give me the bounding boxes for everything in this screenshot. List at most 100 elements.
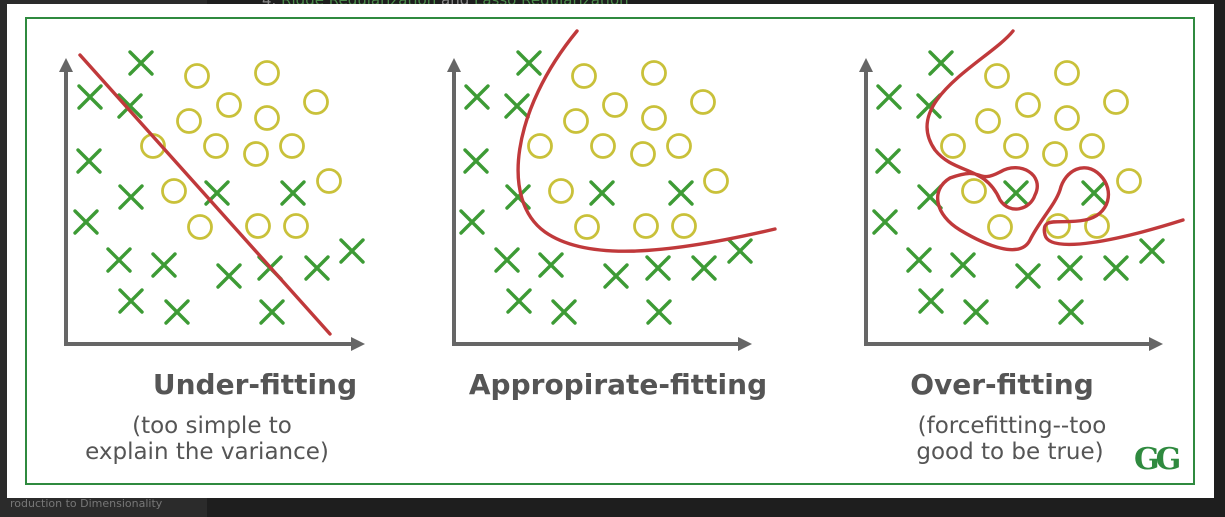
appropriate-fitting-cross-point bbox=[646, 299, 672, 325]
over-fitting-circle-point bbox=[1079, 133, 1105, 159]
over-fitting-circle-point bbox=[987, 214, 1013, 240]
appropriate-fitting-circle-point bbox=[527, 133, 553, 159]
over-fitting-cross-point bbox=[875, 148, 901, 174]
appropriate-fitting-cross-point bbox=[504, 93, 530, 119]
under-fitting-circle-point bbox=[316, 168, 342, 194]
over-fitting-decision-boundary bbox=[925, 29, 1185, 252]
appropriate-fitting-circle-point bbox=[633, 213, 659, 239]
under-fitting-cross-point bbox=[151, 252, 177, 278]
under-fitting-cross-point bbox=[304, 255, 330, 281]
over-fitting-cross-point bbox=[1058, 299, 1084, 325]
appropriate-fitting-panel bbox=[447, 29, 777, 351]
appropriate-fitting-title: Appropirate-fitting bbox=[468, 368, 768, 401]
over-fitting-circle-point bbox=[1103, 89, 1129, 115]
under-fitting-title: Under-fitting bbox=[152, 368, 358, 401]
appropriate-fitting-circle-point bbox=[563, 108, 589, 134]
over-fitting-cross-point bbox=[1139, 238, 1165, 264]
over-fitting-cross-point bbox=[1103, 255, 1129, 281]
over-fitting-cross-point bbox=[928, 50, 954, 76]
figure-frame bbox=[25, 17, 1195, 485]
appropriate-fitting-cross-point bbox=[538, 252, 564, 278]
appropriate-fitting-cross-point bbox=[516, 50, 542, 76]
appropriate-fitting-cross-point bbox=[691, 255, 717, 281]
under-fitting-cross-point bbox=[216, 263, 242, 289]
under-fitting-circle-point bbox=[254, 60, 280, 86]
under-fitting-cross-point bbox=[164, 299, 190, 325]
under-fitting-cross-point bbox=[280, 180, 306, 206]
appropriate-fitting-x-axis-arrow bbox=[738, 337, 752, 351]
under-fitting-circle-point bbox=[184, 63, 210, 89]
geeksforgeeks-logo: GG bbox=[1134, 442, 1181, 477]
appropriate-fitting-circle-point bbox=[671, 213, 697, 239]
under-fitting-cross-point bbox=[76, 148, 102, 174]
over-fitting-cross-point bbox=[950, 252, 976, 278]
under-fitting-circle-point bbox=[203, 133, 229, 159]
over-fitting-circle-point bbox=[1116, 168, 1142, 194]
over-fitting-cross-point bbox=[872, 209, 898, 235]
over-fitting-panel bbox=[859, 29, 1185, 351]
under-fitting-circle-point bbox=[279, 133, 305, 159]
appropriate-fitting-cross-point bbox=[727, 238, 753, 264]
appropriate-fitting-cross-point bbox=[589, 180, 615, 206]
appropriate-fitting-circle-point bbox=[574, 214, 600, 240]
appropriate-fitting-cross-point bbox=[459, 209, 485, 235]
under-fitting-cross-point bbox=[77, 84, 103, 110]
appropriate-fitting-y-axis-arrow bbox=[447, 58, 461, 72]
over-fitting-circle-point bbox=[984, 63, 1010, 89]
under-fitting-panel bbox=[59, 50, 365, 351]
appropriate-fitting-cross-point bbox=[603, 263, 629, 289]
under-fitting-cross-point bbox=[118, 184, 144, 210]
under-fitting-circle-point bbox=[216, 92, 242, 118]
appropriate-fitting-circle-point bbox=[630, 141, 656, 167]
under-fitting-y-axis-arrow bbox=[59, 58, 73, 72]
appropriate-fitting-cross-point bbox=[645, 255, 671, 281]
appropriate-fitting-cross-point bbox=[464, 84, 490, 110]
under-fitting-circle-point bbox=[283, 213, 309, 239]
under-fitting-circle-point bbox=[243, 141, 269, 167]
over-fitting-cross-point bbox=[1081, 180, 1107, 206]
over-fitting-circle-point bbox=[1054, 60, 1080, 86]
over-fitting-subtitle-line1: (forcefitting--too bbox=[917, 413, 1107, 439]
appropriate-fitting-cross-point bbox=[494, 247, 520, 273]
under-fitting-circle-point bbox=[254, 105, 280, 131]
under-fitting-circle-point bbox=[176, 108, 202, 134]
under-fitting-cross-point bbox=[118, 288, 144, 314]
background-sidebar-item[interactable]: roduction to Dimensionality bbox=[10, 497, 163, 510]
under-fitting-circle-point bbox=[245, 213, 271, 239]
over-fitting-x-axis-arrow bbox=[1149, 337, 1163, 351]
appropriate-fitting-cross-point bbox=[463, 148, 489, 174]
under-fitting-cross-point bbox=[128, 50, 154, 76]
over-fitting-cross-point bbox=[1003, 180, 1029, 206]
under-fitting-circle-point bbox=[303, 89, 329, 115]
appropriate-fitting-circle-point bbox=[666, 133, 692, 159]
over-fitting-cross-point bbox=[918, 288, 944, 314]
over-fitting-subtitle-line2: good to be true) bbox=[916, 439, 1104, 465]
under-fitting-cross-point bbox=[106, 247, 132, 273]
over-fitting-cross-point bbox=[963, 299, 989, 325]
under-fitting-decision-boundary bbox=[78, 53, 332, 336]
over-fitting-circle-point bbox=[1054, 105, 1080, 131]
appropriate-fitting-circle-point bbox=[641, 60, 667, 86]
under-fitting-subtitle-line1: (too simple to bbox=[132, 413, 292, 439]
appropriate-fitting-decision-boundary bbox=[516, 29, 777, 253]
appropriate-fitting-circle-point bbox=[548, 178, 574, 204]
appropriate-fitting-circle-point bbox=[590, 133, 616, 159]
over-fitting-cross-point bbox=[906, 247, 932, 273]
over-fitting-title: Over-fitting bbox=[910, 368, 1094, 401]
appropriate-fitting-cross-point bbox=[506, 288, 532, 314]
over-fitting-circle-point bbox=[1042, 141, 1068, 167]
over-fitting-cross-point bbox=[876, 84, 902, 110]
under-fitting-circle-point bbox=[187, 214, 213, 240]
over-fitting-circle-point bbox=[1015, 92, 1041, 118]
over-fitting-cross-point bbox=[1015, 263, 1041, 289]
over-fitting-cross-point bbox=[1057, 255, 1083, 281]
appropriate-fitting-circle-point bbox=[602, 92, 628, 118]
over-fitting-circle-point bbox=[975, 108, 1001, 134]
appropriate-fitting-circle-point bbox=[571, 63, 597, 89]
figure-card: Under-fitting (too simple to explain the… bbox=[7, 4, 1214, 498]
over-fitting-circle-point bbox=[1045, 213, 1071, 239]
appropriate-fitting-cross-point bbox=[551, 299, 577, 325]
under-fitting-cross-point bbox=[117, 93, 143, 119]
fitting-diagram bbox=[59, 29, 1185, 351]
under-fitting-cross-point bbox=[259, 299, 285, 325]
